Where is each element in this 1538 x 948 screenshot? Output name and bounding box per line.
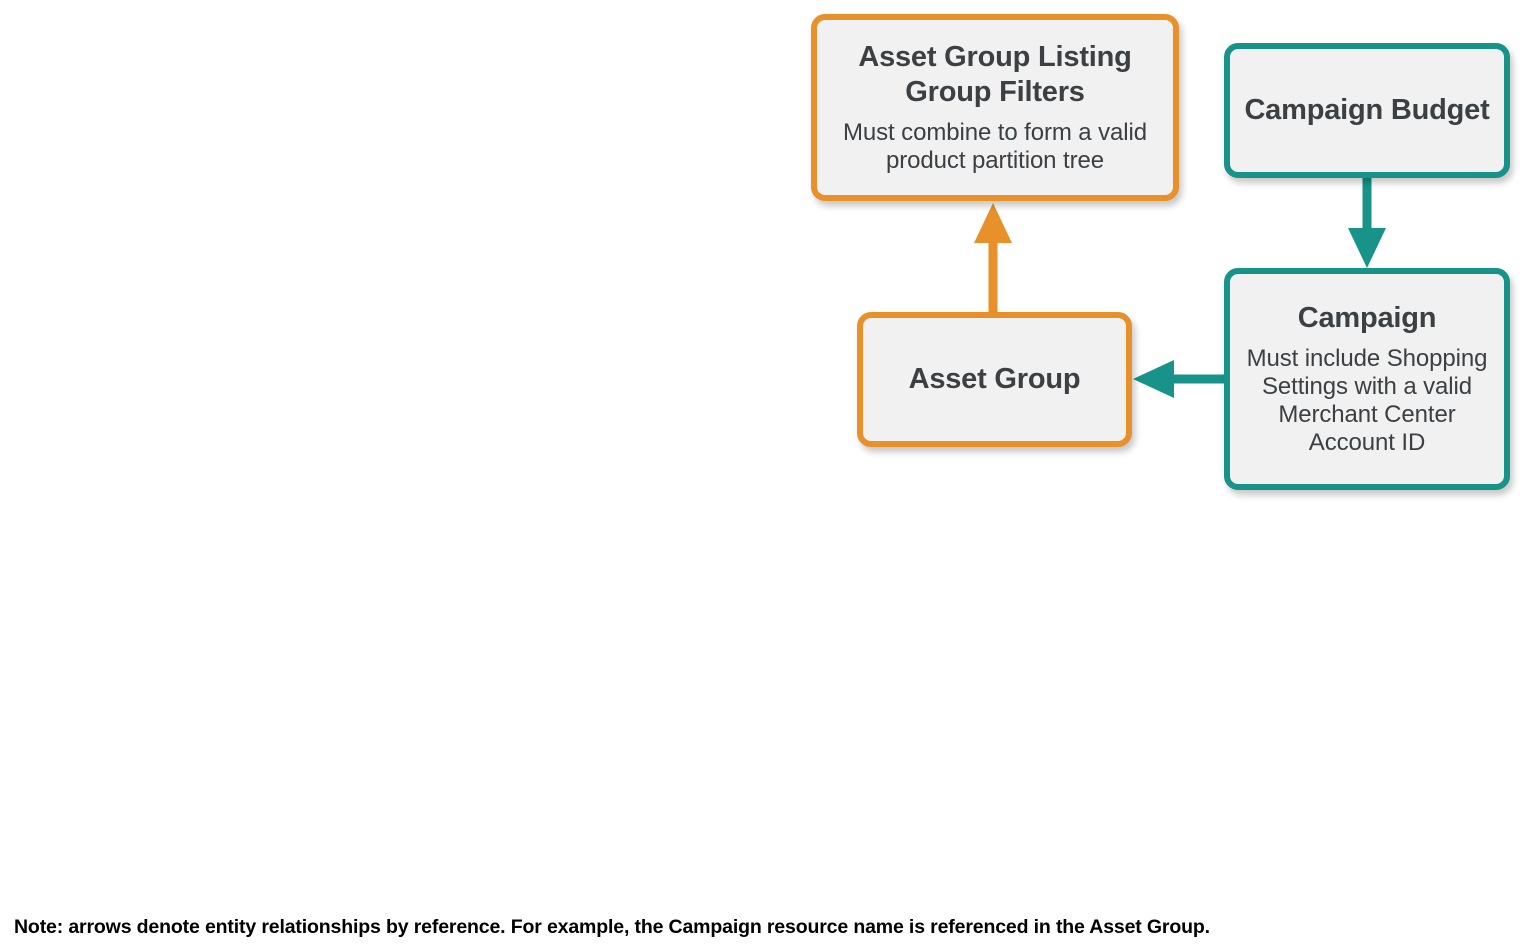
edge-campaign-budget-to-campaign — [1348, 178, 1386, 268]
arrowhead-teal-down — [1348, 228, 1386, 268]
node-campaign[interactable]: Campaign Must include Shopping Settings … — [1224, 268, 1510, 490]
node-asset-group-listing-group-filters[interactable]: Asset Group Listing Group Filters Must c… — [811, 14, 1179, 201]
node-title: Asset Group — [908, 362, 1081, 395]
node-title: Campaign — [1297, 302, 1437, 335]
node-title: Campaign Budget — [1244, 93, 1490, 126]
node-asset-group[interactable]: Asset Group — [857, 312, 1132, 447]
diagram-footnote: Note: arrows denote entity relationships… — [14, 916, 1210, 938]
node-campaign-budget[interactable]: Campaign Budget — [1224, 43, 1510, 178]
arrowhead-teal-left — [1133, 360, 1174, 398]
arrowhead-orange-up — [974, 203, 1012, 243]
node-subtitle: Must include Shopping Settings with a va… — [1246, 344, 1488, 456]
node-subtitle: Must combine to form a valid product par… — [843, 118, 1147, 174]
node-title: Asset Group Listing Group Filters — [858, 41, 1132, 109]
edge-campaign-to-asset-group — [1133, 360, 1224, 398]
edge-asset-group-to-listing-group-filters — [974, 203, 1012, 312]
